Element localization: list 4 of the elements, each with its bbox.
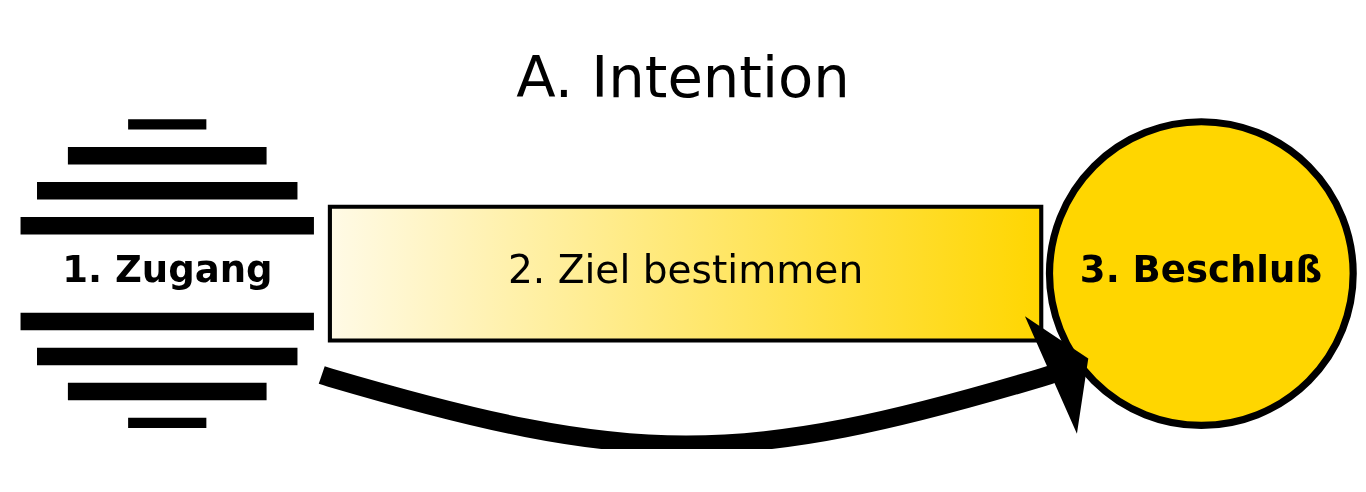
diagram-title: A. Intention bbox=[516, 43, 850, 112]
node-circle: 3. Beschluß bbox=[1045, 118, 1357, 430]
arrow bbox=[318, 316, 1089, 449]
node-box: 2. Ziel bestimmen bbox=[327, 204, 1044, 343]
